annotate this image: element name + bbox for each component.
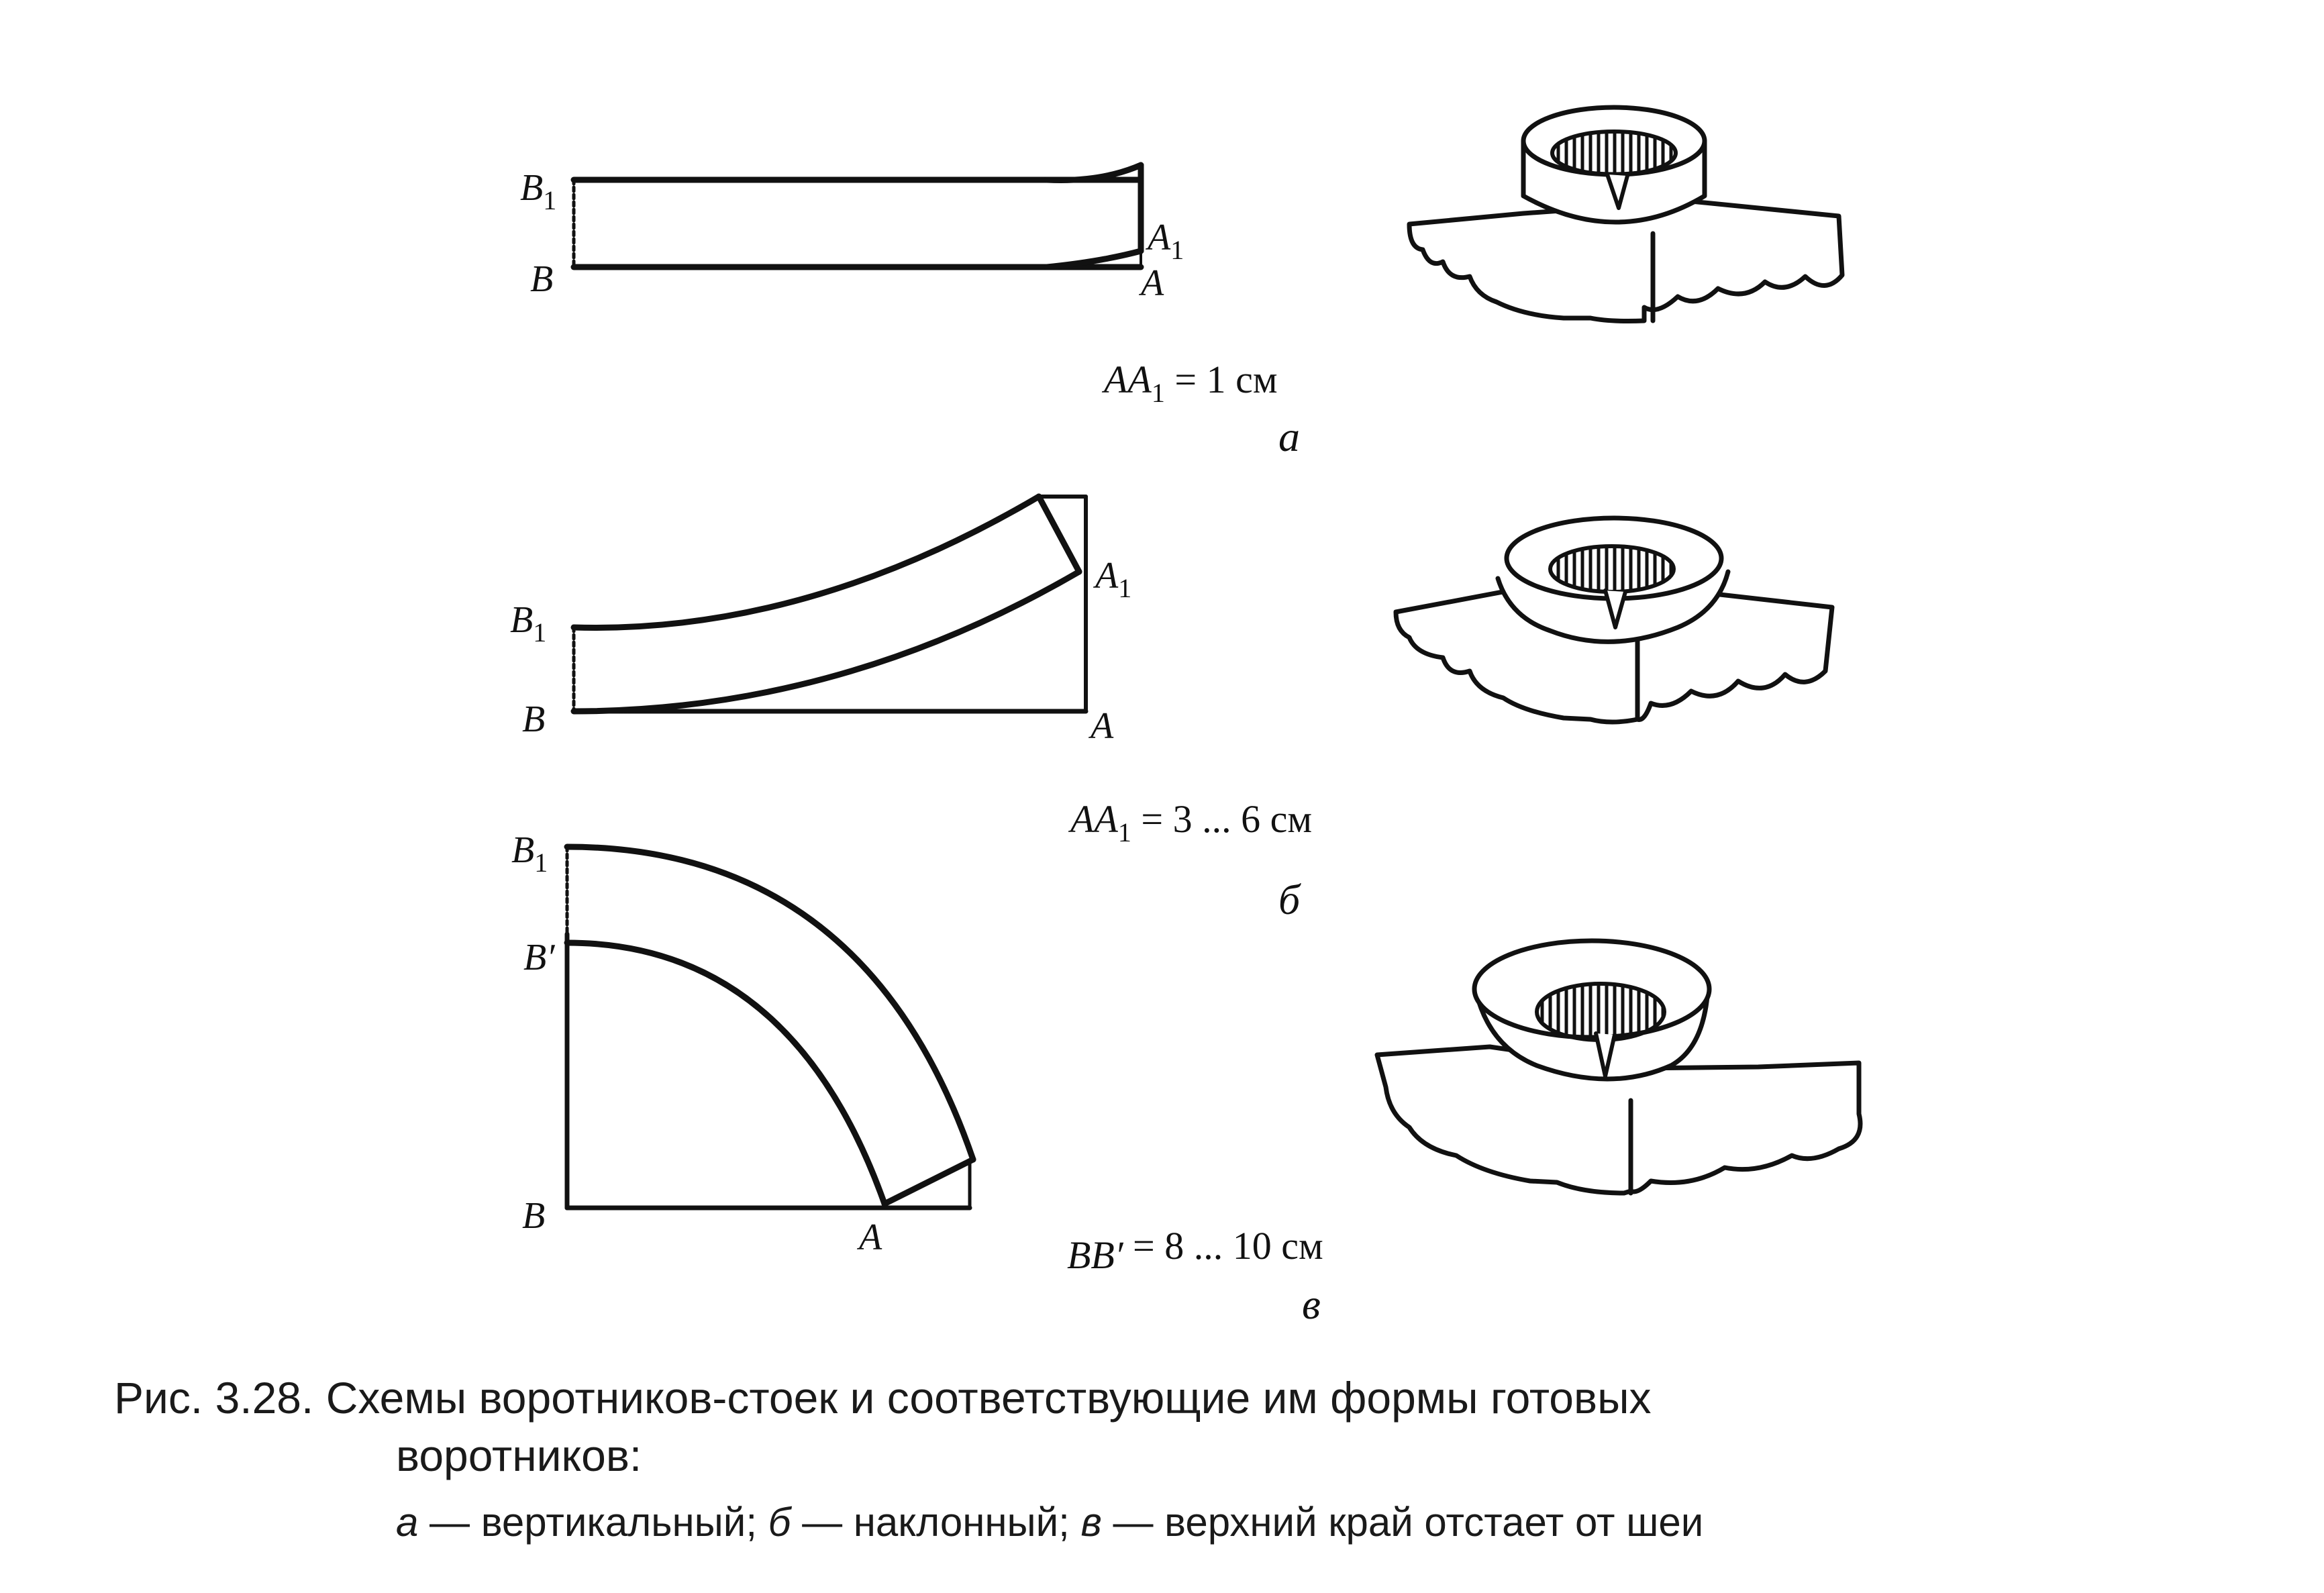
scheme-b-letter: б [1278,876,1301,923]
scheme-b-lower-curve [570,568,1082,715]
point-label-b1: B1 [520,167,556,215]
scheme-v-inner-arc [564,939,888,1207]
stand-collar-a-neckline [1550,130,1678,176]
point-label-a1: A1 [1145,217,1184,265]
legend-key-b: б [768,1500,791,1545]
caption-title-line: Рис. 3.28. Схемы воротников-стоек и соот… [114,1369,2262,1427]
stand-collar-b-neckline [1548,544,1676,594]
point-label-a: A [856,1217,882,1258]
figure-caption: Рис. 3.28. Схемы воротников-стоек и соот… [114,1369,2262,1553]
point-label-b: B [522,699,545,740]
legend-text-a: — вертикальный; [418,1500,768,1545]
scheme-v-formula: BB′ = 8 ... 10 см [1067,1224,1323,1277]
stand-collar-b-opening [1603,588,1627,629]
scheme-b-upper-curve [570,493,1042,631]
stand-collar-v-neckline [1535,982,1666,1042]
scheme-v-pattern [564,843,976,1211]
collar-illustration-a [1407,105,1845,323]
cape-a [1407,199,1845,323]
caption-figure-number: Рис. 3.28. [114,1373,314,1423]
point-label-b: B [530,258,553,300]
scheme-a-letter: а [1278,413,1300,460]
scheme-a-pattern [570,162,1144,270]
scheme-v-outer-arc [564,843,976,1163]
stand-collar-v-opening [1594,1031,1617,1078]
scheme-b-labels: B1 B A1 A AA1 = 3 ... 6 см б [510,555,1312,923]
point-label-b: B [522,1195,545,1237]
legend-text-b: — наклонный; [791,1500,1081,1545]
legend-text-v: — верхний край отстает от шеи [1101,1500,1704,1545]
scheme-a-top-curve [1044,162,1144,184]
scheme-a-bottom-curve [1044,248,1144,270]
scheme-a-labels: B1 B A1 A AA1 = 1 см а [520,167,1300,460]
scheme-b-formula: AA1 = 3 ... 6 см [1068,797,1312,847]
caption-legend: а — вертикальный; б — наклонный; в — вер… [114,1492,2262,1553]
point-label-bprime: B′ [523,937,555,978]
cape-b [1393,588,1835,725]
scheme-v-labels: B1 B′ B A BB′ = 8 ... 10 см в [511,829,1323,1328]
legend-key-v: в [1080,1500,1102,1545]
cape-v [1374,1044,1863,1196]
caption-title-continuation: воротников: [396,1431,642,1480]
scheme-v-letter: в [1302,1280,1321,1328]
scheme-b-end-edge [1035,493,1082,575]
collar-illustration-b [1393,515,1835,725]
scheme-b-pattern [570,493,1089,715]
caption-title: Схемы воротников-стоек и соответствующие… [325,1373,1652,1423]
point-label-a: A [1088,705,1114,747]
point-label-b1: B1 [510,599,546,648]
legend-key-a: а [396,1500,419,1545]
point-label-a: A [1138,262,1164,304]
stand-collar-a-opening [1605,172,1629,210]
point-label-b1: B1 [511,829,548,878]
collar-illustration-v [1374,938,1863,1196]
scheme-a-formula: AA1 = 1 см [1101,358,1278,408]
point-label-a1: A1 [1093,555,1131,603]
scheme-v-end-edge [881,1156,976,1207]
